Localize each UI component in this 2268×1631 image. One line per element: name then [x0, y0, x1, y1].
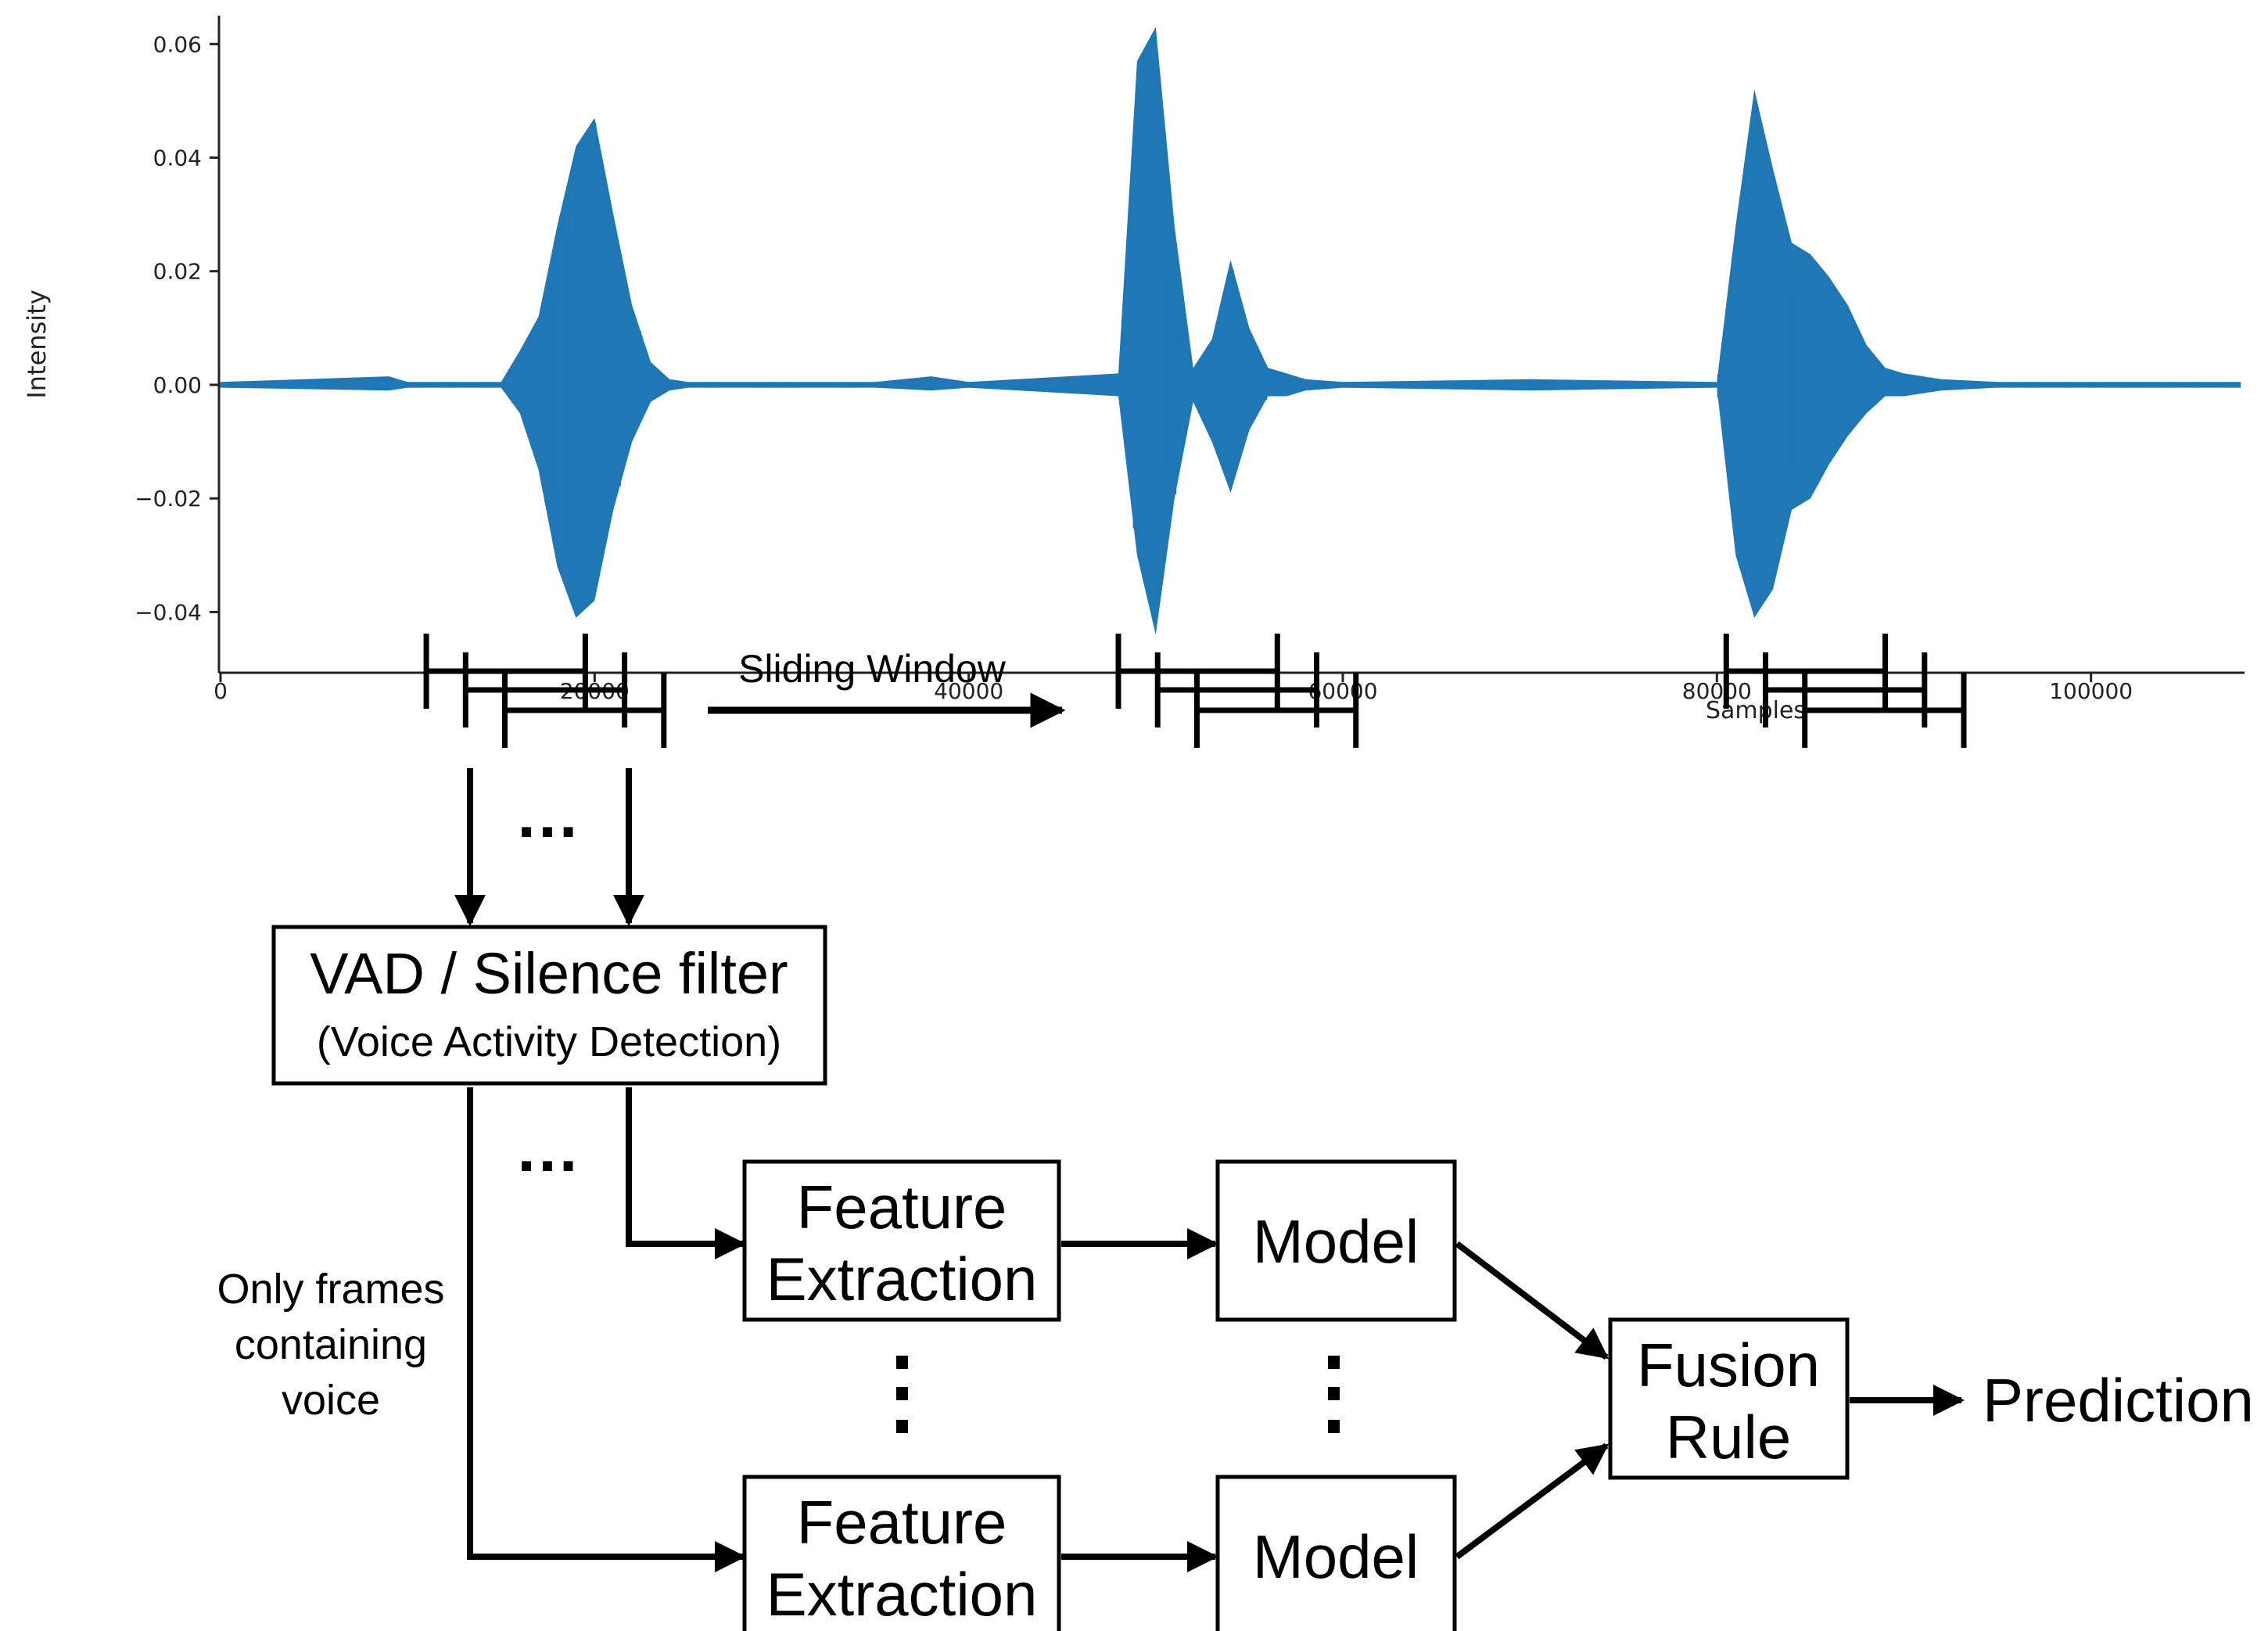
waveform-envelope [221, 27, 2241, 635]
waveform-detail [219, 54, 2238, 615]
vad-to-feature-bottom-arrow [467, 1087, 746, 1572]
feature-extraction-box-bottom: Feature Extraction [742, 1475, 1061, 1631]
model-box-bottom: Model [1215, 1475, 1457, 1631]
y-tick-label: 0.02 [153, 259, 202, 285]
y-tick-label: 0.06 [153, 31, 202, 57]
model-bottom-label: Model [1253, 1522, 1419, 1591]
vad-to-feature-top-arrow [626, 1087, 746, 1259]
model-top-label: Model [1253, 1207, 1419, 1276]
y-axis-label: Intensity [22, 289, 52, 398]
y-tick-label: 0.00 [153, 372, 202, 398]
y-tick-label: −0.02 [135, 486, 202, 512]
feature-extraction-box-top: Feature Extraction [742, 1159, 1061, 1322]
y-tick-label: −0.04 [135, 599, 202, 625]
vad-subtitle: (Voice Activity Detection) [317, 1018, 781, 1065]
prediction-label: Prediction [1983, 1366, 2254, 1435]
x-tick-label: 100000 [2049, 678, 2133, 704]
vertical-ellipsis-models [1328, 1356, 1340, 1433]
vad-title: VAD / Silence filter [310, 941, 788, 1006]
model-to-fusion-bottom-arrow [1455, 1442, 1609, 1560]
only-frames-line-1: Only frames [217, 1266, 444, 1313]
ellipsis-top: … [515, 778, 580, 851]
fusion-rule-line-2: Rule [1666, 1403, 1791, 1471]
fusion-rule-line-1: Fusion [1637, 1331, 1820, 1399]
vertical-ellipsis-features [896, 1356, 908, 1433]
x-tick-label: 80000 [1682, 678, 1752, 704]
ellipsis-middle: … [515, 1112, 580, 1185]
y-axis-ticks: 0.06 0.04 0.02 0.00 −0.02 −0.04 [135, 31, 219, 625]
model-to-fusion-top-arrow [1455, 1241, 1609, 1360]
sliding-window-label: Sliding Window [738, 647, 1007, 691]
model-box-top: Model [1215, 1159, 1457, 1322]
x-axis-label: Samples [1706, 697, 1806, 724]
x-tick-label: 40000 [934, 678, 1003, 704]
sliding-windows [423, 634, 1967, 748]
feature-extraction-bottom-line-1: Feature [797, 1488, 1007, 1557]
only-frames-line-3: voice [282, 1377, 380, 1424]
waveform-chart: 0.060.040.020.00−0.02−0.04 0200004000060… [22, 16, 2245, 724]
fusion-rule-box: Fusion Rule [1608, 1317, 1850, 1480]
feature-extraction-top-line-2: Extraction [766, 1245, 1038, 1313]
x-tick-label: 60000 [1308, 678, 1377, 704]
feature-extraction-bottom-line-2: Extraction [766, 1560, 1038, 1629]
feature-extraction-top-line-1: Feature [797, 1173, 1007, 1241]
only-frames-line-2: containing [235, 1321, 427, 1368]
vad-box: VAD / Silence filter (Voice Activity Det… [271, 925, 827, 1086]
y-tick-label: 0.04 [153, 145, 202, 171]
x-tick-label: 0 [214, 678, 228, 704]
